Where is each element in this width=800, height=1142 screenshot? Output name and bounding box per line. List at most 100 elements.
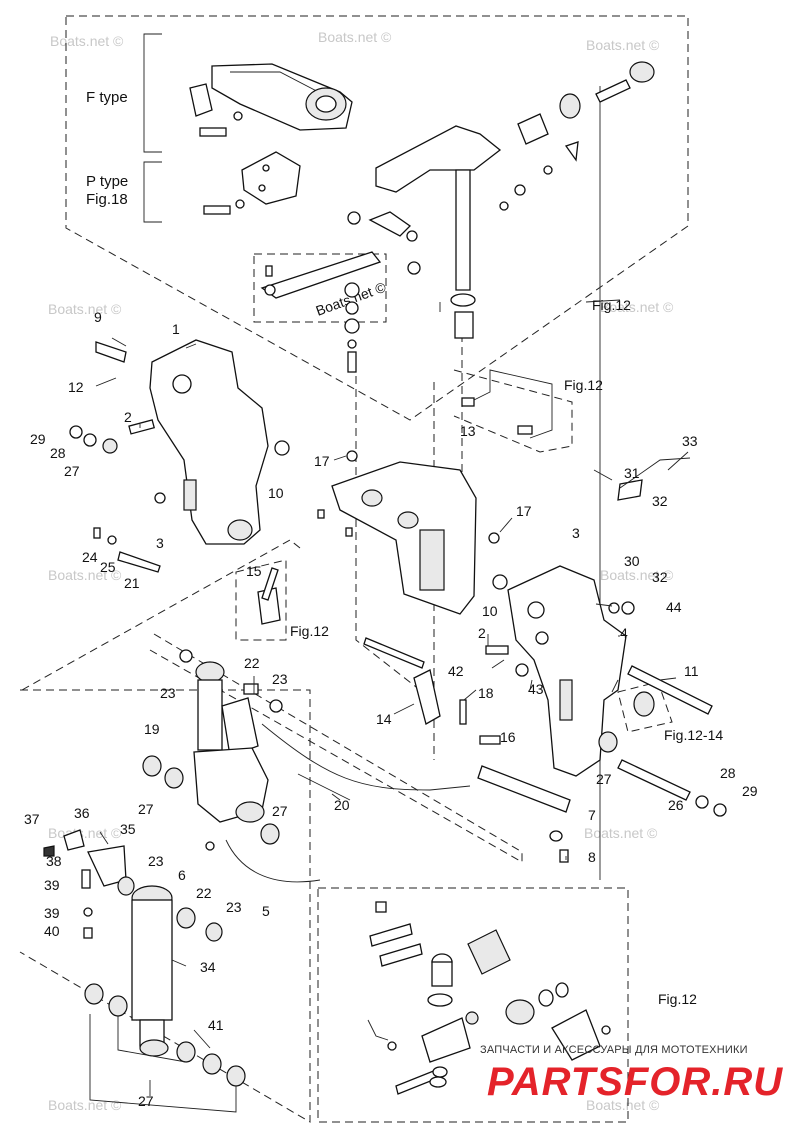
part-number: 40 — [44, 923, 60, 939]
steering-arm — [344, 61, 655, 373]
watermark: Boats.net © — [600, 299, 674, 315]
part-number: 20 — [334, 797, 350, 813]
part-number: 1 — [172, 321, 180, 337]
fig-ref: Fig.12 — [592, 297, 631, 313]
clamp-bracket-right — [507, 457, 691, 777]
part-number: 22 — [244, 655, 260, 671]
part-number: 2 — [478, 625, 486, 641]
part-number: 10 — [482, 603, 498, 619]
part-number: 8 — [588, 849, 596, 865]
leader-lines — [95, 299, 689, 1049]
fig-ref: Fig.12-14 — [664, 727, 723, 743]
part-number: 3 — [156, 535, 164, 551]
watermark: Boats.net © — [50, 33, 124, 49]
tilt-cylinder — [43, 829, 246, 1113]
part-number: 28 — [720, 765, 736, 781]
power-trim-unit — [142, 649, 471, 883]
part-number: 15 — [246, 563, 262, 579]
bottom-right-parts — [367, 901, 611, 1095]
p-type-bracket — [203, 151, 301, 215]
part-number: 27 — [596, 771, 612, 787]
part-number: 38 — [46, 853, 62, 869]
part-number: 11 — [684, 663, 699, 679]
part-number: 6 — [178, 867, 186, 883]
p-type-label: P type — [86, 173, 128, 190]
part-number: 34 — [200, 959, 216, 975]
watermark: Boats.net © — [48, 567, 122, 583]
part-number: 18 — [478, 685, 494, 701]
part-number: 44 — [666, 599, 682, 615]
brand-logo[interactable]: PARTSFOR.RU — [487, 1060, 784, 1104]
part-number: 23 — [148, 853, 164, 869]
part-number: 26 — [668, 797, 684, 813]
part-number: 16 — [500, 729, 516, 745]
fig18-label: Fig.18 — [86, 191, 128, 208]
part-number: 30 — [624, 553, 640, 569]
part-number: 2 — [124, 409, 132, 425]
part-number: 39 — [44, 877, 60, 893]
part-number: 33 — [682, 433, 698, 449]
part-number: 10 — [268, 485, 284, 501]
watermark: Boats.net © — [586, 37, 660, 53]
part-number: 25 — [100, 559, 116, 575]
part-number: 22 — [196, 885, 212, 901]
part-number: 14 — [376, 711, 392, 727]
part-number: 35 — [120, 821, 136, 837]
part-number: 19 — [144, 721, 160, 737]
type-labels: F type P type Fig.18 — [86, 89, 128, 208]
throttle-plate — [260, 251, 382, 299]
part-number: 9 — [94, 309, 102, 325]
fig-ref: Fig.12 — [564, 377, 603, 393]
part-number: 41 — [208, 1017, 224, 1033]
f-type-handle — [189, 63, 353, 137]
watermark: Boats.net © — [584, 825, 658, 841]
tilt-lever-parts — [363, 631, 571, 863]
part-number: 27 — [138, 801, 154, 817]
hose-assembly — [461, 369, 553, 439]
part-numbers: 1 2 2 3 3 4 5 6 7 8 9 10 10 11 12 13 14 … — [24, 309, 758, 1109]
f-type-label: F type — [86, 89, 128, 106]
part-number: 23 — [160, 685, 176, 701]
brand-tagline: ЗАПЧАСТИ И АКСЕССУАРЫ ДЛЯ МОТОТЕХНИКИ — [480, 1044, 748, 1056]
watermark: Boats.net © — [600, 567, 674, 583]
part-number: 43 — [528, 681, 544, 697]
shafts — [617, 665, 727, 817]
part-number: 5 — [262, 903, 270, 919]
part-number: 13 — [460, 423, 476, 439]
part-number: 39 — [44, 905, 60, 921]
part-number: 17 — [516, 503, 532, 519]
part-15-bracket — [257, 567, 281, 625]
boundary-lines — [19, 15, 689, 1123]
part-number: 7 — [588, 807, 596, 823]
part-number: 24 — [82, 549, 98, 565]
watermark: Boats.net © — [48, 825, 122, 841]
part-number: 28 — [50, 445, 66, 461]
fig-ref: Fig.12 — [290, 623, 329, 639]
part-number: 42 — [448, 663, 464, 679]
part-number: 29 — [30, 431, 46, 447]
part-number: 29 — [742, 783, 758, 799]
part-number: 27 — [138, 1093, 154, 1109]
part-number: 37 — [24, 811, 40, 827]
watermark: Boats.net © — [586, 1097, 660, 1113]
part-number: 36 — [74, 805, 90, 821]
fig-ref: Fig.12 — [658, 991, 697, 1007]
part-number: 32 — [652, 569, 668, 585]
part-number: 27 — [64, 463, 80, 479]
part-number: 23 — [226, 899, 242, 915]
part-number: 4 — [620, 625, 628, 641]
part-number: 23 — [272, 671, 288, 687]
part-number: 31 — [624, 465, 640, 481]
part-number: 32 — [652, 493, 668, 509]
part-number: 12 — [68, 379, 84, 395]
part-number: 17 — [314, 453, 330, 469]
fig-references: Fig.12 Fig.12 Fig.12 Fig.12-14 Fig.12 — [290, 297, 723, 1007]
swivel-bracket — [274, 440, 508, 615]
watermark: Boats.net © — [48, 1097, 122, 1113]
watermark: Boats.net © — [318, 29, 392, 45]
part-number: 21 — [124, 575, 140, 591]
watermark: Boats.net © — [48, 301, 122, 317]
part-number: 27 — [272, 803, 288, 819]
part-number: 3 — [572, 525, 580, 541]
